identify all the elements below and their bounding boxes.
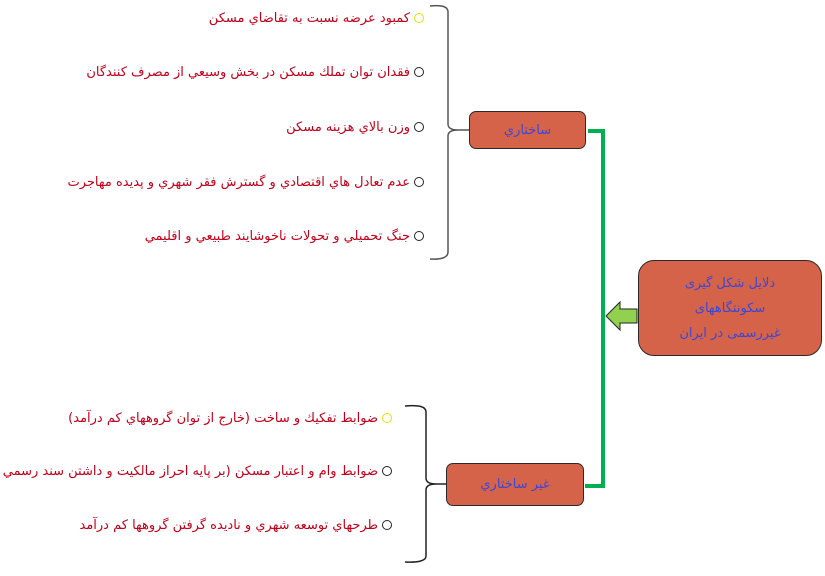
list-item: فقدان توان تملك مسكن در بخش وسيعي از مصر… [86,62,424,82]
category-label: غير ساختاري [480,477,550,492]
top-curly-bracket [429,4,470,260]
category-box-structural[interactable]: ساختاري [469,111,586,149]
list-item: ضوابط وام و اعتبار مسكن (بر پايه احراز م… [0,461,392,481]
circle-bullet-icon [382,520,392,530]
root-line-3: غیررسمی در ایران [679,325,781,341]
list-item: عدم تعادل هاي اقتصادي و گسترش فقر شهري و… [67,172,424,192]
circle-bullet-icon [382,413,392,423]
list-item: وزن بالاي هزينه مسكن [286,117,424,137]
circle-bullet-icon [414,67,424,77]
circle-bullet-icon [414,177,424,187]
root-topic-box[interactable]: دلایل شکل گیری سکونتگاههای غیررسمی در ای… [638,260,822,356]
category-label: ساختاري [503,122,552,138]
bottom-curly-bracket [404,404,447,563]
circle-bullet-icon [414,231,424,241]
list-item: كمبود عرضه نسبت به تقاضاي مسكن [209,8,424,28]
root-line-2: سکونتگاههای [694,300,766,316]
category-box-non-structural[interactable]: غير ساختاري [446,463,584,506]
circle-bullet-icon [382,466,392,476]
arrow-left-icon [605,300,638,332]
circle-bullet-icon [414,122,424,132]
list-item: ضوابط تفكيك و ساخت (خارج از توان گروههاي… [68,408,392,428]
list-item: جنگ تحميلي و تحولات ناخوشايند طبيعي و اق… [145,226,424,246]
circle-bullet-icon [414,13,424,23]
root-line-1: دلایل شکل گیری [684,275,776,291]
green-connector [585,129,605,488]
list-item: طرحهاي توسعه شهري و ناديده گرفتن گروهها … [80,515,392,535]
